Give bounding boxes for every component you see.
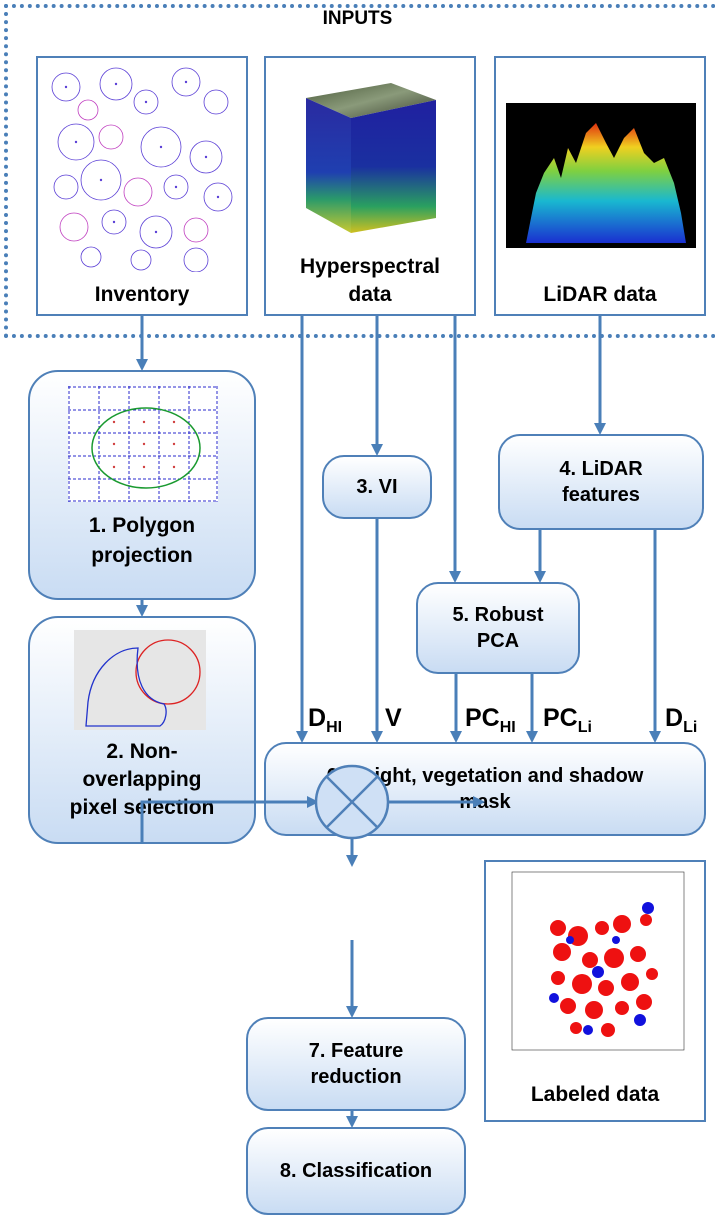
step-lidar-features-line1: 4. LiDAR xyxy=(559,458,643,480)
lidar-pointcloud-image xyxy=(506,103,696,248)
labeled-data-plot-image xyxy=(511,871,685,1051)
combiner-node xyxy=(314,764,390,840)
hyperspectral-label-line1: Hyperspectral xyxy=(299,255,441,278)
edge-label-v: V xyxy=(385,704,402,732)
inputs-title: INPUTS xyxy=(322,8,393,29)
lidar-label: LiDAR data xyxy=(543,283,657,306)
step-feature-reduction-line2: reduction xyxy=(310,1066,402,1088)
step-polygon-projection: 1. Polygon projection xyxy=(28,370,256,600)
step-mask-line2: mask xyxy=(459,791,511,813)
lidar-panel: LiDAR data xyxy=(494,56,706,316)
hyperspectral-cube-image xyxy=(306,83,436,233)
inputs-group-frame xyxy=(4,4,715,338)
hyperspectral-label-line2: data xyxy=(348,283,392,306)
edge-label-pchi: PCHI xyxy=(465,704,516,736)
labeled-data-label: Labeled data xyxy=(530,1083,660,1106)
step-nonoverlap-label-line2: overlapping xyxy=(82,768,202,791)
step-robust-pca-line2: PCA xyxy=(476,630,520,652)
step-feature-reduction-line1: 7. Feature xyxy=(308,1040,404,1062)
step-classification: 8. Classification xyxy=(246,1127,466,1215)
step-polygon-label-line1: 1. Polygon xyxy=(88,514,196,537)
step-robust-pca-line1: 5. Robust xyxy=(452,604,544,626)
step-robust-pca: 5. Robust PCA xyxy=(416,582,580,674)
hyperspectral-panel: Hyperspectral data xyxy=(264,56,476,316)
step-vi-label: 3. VI xyxy=(356,476,398,498)
arrow-nonoverlap-to-combiner xyxy=(140,796,319,844)
step-lidar-features-line2: features xyxy=(562,484,640,506)
step-lidar-features: 4. LiDAR features xyxy=(498,434,704,530)
step-nonoverlap-label-line1: 2. Non- xyxy=(106,740,178,763)
inventory-map-image xyxy=(51,67,233,272)
step-vi: 3. VI xyxy=(322,455,432,519)
polygon-grid-image xyxy=(68,386,218,502)
labeled-data-panel: Labeled data xyxy=(484,860,706,1122)
edge-label-dhi: DHI xyxy=(308,704,343,736)
step-mask-line1: 6. Height, vegetation and shadow xyxy=(326,765,644,787)
edge-label-dli: DLi xyxy=(665,704,698,736)
step-polygon-label-line2: projection xyxy=(91,544,193,567)
edge-label-pcli: PCLi xyxy=(543,704,592,736)
step-feature-reduction: 7. Feature reduction xyxy=(246,1017,466,1111)
non-overlap-shape-image xyxy=(74,630,206,730)
step-classification-label: 8. Classification xyxy=(279,1160,433,1182)
inventory-panel: Inventory xyxy=(36,56,248,316)
inventory-label: Inventory xyxy=(94,283,190,306)
